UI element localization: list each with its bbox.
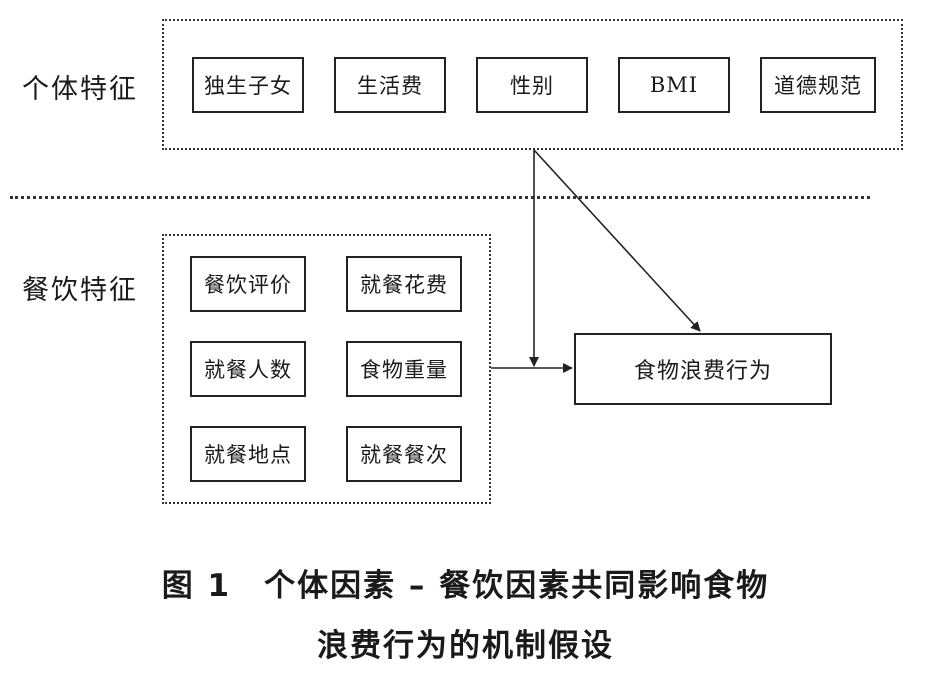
factor-dining-location: 就餐地点 [190, 426, 306, 482]
factor-diner-count: 就餐人数 [190, 341, 306, 397]
factor-meal-occasion: 就餐餐次 [346, 426, 462, 482]
factor-moral-norms: 道德规范 [760, 57, 876, 113]
arrow-individual-to-outcome [533, 149, 701, 332]
factor-gender: 性别 [476, 57, 588, 113]
figure-caption-line-1: 图 1 个体因素 – 餐饮因素共同影响食物 [161, 568, 770, 604]
outcome-food-waste-behavior: 食物浪费行为 [574, 333, 832, 405]
individual-characteristics-group [162, 19, 903, 150]
factor-living-expenses: 生活费 [334, 57, 446, 113]
factor-bmi: BMI [618, 57, 730, 113]
individual-characteristics-label: 个体特征 [22, 74, 138, 105]
factor-dining-cost: 就餐花费 [346, 256, 462, 312]
dining-characteristics-label: 餐饮特征 [22, 275, 138, 306]
dining-characteristics-group [162, 234, 491, 504]
section-separator [10, 196, 870, 199]
factor-dining-evaluation: 餐饮评价 [190, 256, 306, 312]
factor-food-weight: 食物重量 [346, 341, 462, 397]
factor-only-child: 独生子女 [192, 57, 304, 113]
figure-caption-line-2: 浪费行为的机制假设 [317, 628, 614, 664]
